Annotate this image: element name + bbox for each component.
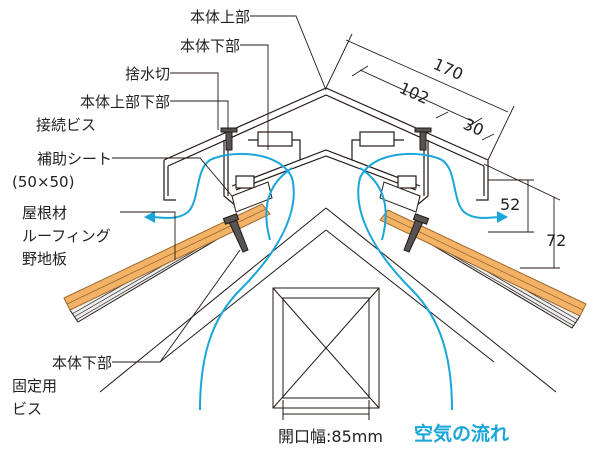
air-flow-right — [357, 152, 501, 411]
dim-72: 72 — [546, 231, 566, 250]
dim-102: 102 — [396, 78, 432, 108]
ridge-vent-upper — [163, 87, 489, 201]
air-flow-inner-left — [265, 167, 293, 241]
air-flow-left — [151, 152, 295, 411]
air-flow-inner-right — [359, 167, 387, 241]
auxiliary-sheet — [231, 181, 421, 213]
left-roof-layers — [63, 203, 271, 323]
label-main-upper: 本体上部 — [190, 8, 250, 26]
ridge-opening-frame — [272, 287, 380, 420]
right-roof-material — [379, 209, 587, 317]
left-roof-material — [63, 203, 271, 311]
label-sheathing: 野地板 — [22, 250, 67, 268]
label-drip-flashing: 捨水切 — [125, 65, 170, 83]
air-flow-arrows — [144, 211, 508, 223]
label-connection-screw-1: 本体上部下部 — [80, 93, 170, 111]
arrow-right-icon — [497, 211, 508, 223]
dimension-labels: 170 102 30 52 72 開口幅:85mm — [278, 54, 566, 446]
label-fixing-screw-3: ビス — [12, 400, 42, 418]
ridge-vent-lower — [223, 131, 429, 207]
annotation-labels: 本体上部 本体下部 捨水切 本体上部下部 接続ビス 補助シート (50×50) … — [12, 8, 250, 418]
dim-52: 52 — [500, 195, 520, 214]
right-roof-layers — [379, 209, 587, 329]
label-roofing: ルーフィング — [22, 227, 111, 245]
air-flow-label: 空気の流れ — [414, 422, 509, 445]
dim-opening-width: 開口幅:85mm — [278, 427, 383, 446]
dim-30: 30 — [460, 114, 486, 140]
label-fixing-screw-1: 本体下部 — [52, 354, 112, 372]
connection-screws — [220, 127, 432, 151]
dimension-lines — [325, 33, 561, 269]
arrow-left-icon — [144, 211, 155, 223]
label-connection-screw-2: 接続ビス — [36, 116, 96, 134]
leader-lines — [112, 15, 327, 363]
label-aux-sheet-2: (50×50) — [12, 173, 74, 191]
air-flow-lines — [151, 152, 501, 411]
fixing-screws — [222, 213, 430, 253]
label-roof-material: 屋根材 — [22, 204, 67, 222]
label-main-lower: 本体下部 — [180, 37, 240, 55]
rafter-lines — [99, 207, 557, 393]
label-fixing-screw-2: 固定用 — [12, 377, 57, 395]
label-aux-sheet-1: 補助シート — [37, 150, 112, 168]
